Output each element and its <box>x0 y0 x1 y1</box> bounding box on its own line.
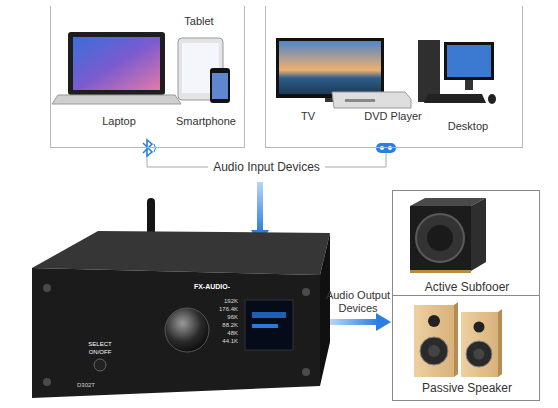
amplifier-picture <box>43 378 51 386</box>
desktop-picture <box>418 40 440 102</box>
output-device-box: Passive Speaker <box>392 295 540 401</box>
dvd-player-picture <box>332 92 411 108</box>
subwoofer-picture <box>416 214 464 262</box>
laptop-picture <box>52 95 181 104</box>
edge-label: Audio Input Devices <box>208 160 325 174</box>
amplifier-picture <box>252 324 278 328</box>
cable-icon <box>376 143 396 153</box>
passive-speaker-picture <box>414 305 454 377</box>
passive-speaker-picture <box>461 312 498 377</box>
desktop-picture <box>418 40 496 104</box>
amplifier-picture <box>302 288 310 296</box>
subwoofer-picture <box>410 198 486 273</box>
bluetooth-icon <box>154 144 156 152</box>
device-label: Active Subfooer <box>425 280 510 294</box>
button-label: ON/OFF <box>89 349 112 356</box>
passive-speaker-picture <box>474 322 485 333</box>
amplifier-picture <box>252 312 286 318</box>
amplifier-picture <box>32 231 330 275</box>
subwoofer-picture <box>410 206 471 271</box>
output-device-box: Active Subfooer <box>392 190 540 296</box>
sample-rate-label: 96K <box>227 314 238 321</box>
tv-picture <box>279 41 381 94</box>
bluetooth-icon <box>138 139 156 157</box>
sample-rate-label: 88.2K <box>222 322 238 329</box>
amplifier-picture <box>302 368 310 376</box>
passive-speaker-picture <box>428 345 440 357</box>
input-device-panel: TV DVD PlayerDesktop <box>265 6 523 148</box>
device-label: TV <box>301 110 315 123</box>
input-device-panel: TabletLaptop Smartphone <box>50 6 245 148</box>
desktop-picture <box>465 80 473 90</box>
device-label: Laptop <box>102 115 136 128</box>
bluetooth-icon <box>138 139 156 157</box>
tv-picture <box>276 38 384 98</box>
desktop-picture <box>447 45 491 77</box>
device-label: Passive Speaker <box>422 381 512 395</box>
cable-icon <box>380 146 384 150</box>
device-label: Desktop <box>448 120 488 133</box>
amplifier-picture <box>320 233 330 386</box>
output-arrow <box>330 313 391 331</box>
laptop-picture <box>68 32 165 95</box>
amplifier-picture <box>165 308 209 352</box>
subwoofer-picture <box>410 270 471 273</box>
smartphone-picture <box>210 68 230 103</box>
input-arrow <box>257 182 263 232</box>
dvd-player-picture <box>345 99 375 102</box>
output-arrow <box>376 313 391 331</box>
passive-speaker-picture <box>454 302 458 377</box>
passive-speaker-picture <box>498 309 502 377</box>
passive-speaker-picture <box>420 337 448 365</box>
button-label: SELECT <box>88 341 111 348</box>
desktop-picture <box>424 94 486 103</box>
device-label: Smartphone <box>176 115 236 128</box>
output-arrow <box>330 319 378 325</box>
cable-icon <box>388 146 392 150</box>
passive-speaker-picture <box>466 341 492 367</box>
laptop-picture <box>52 32 181 104</box>
cable-icon <box>376 143 396 153</box>
desktop-picture <box>488 94 496 104</box>
bluetooth-icon <box>143 140 152 156</box>
subwoofer-picture <box>471 198 486 271</box>
sample-rate-label: 44.1K <box>222 338 238 345</box>
model-label: D302T <box>77 382 95 389</box>
amplifier-picture <box>43 284 51 292</box>
sample-rate-label: 176.4K <box>219 306 238 313</box>
smartphone-picture <box>210 68 230 103</box>
amplifier-picture <box>94 359 106 371</box>
subwoofer-picture <box>427 225 453 251</box>
smartphone-picture <box>212 73 228 99</box>
dvd-player-picture <box>332 92 411 108</box>
laptop-picture <box>73 37 160 90</box>
amplifier-picture <box>32 198 330 398</box>
sample-rate-label: 48K <box>227 330 238 337</box>
passive-speaker-picture <box>428 315 440 327</box>
desktop-picture <box>444 42 494 80</box>
amplifier-picture <box>245 300 293 350</box>
output-heading: Audio Output Devices <box>325 289 391 314</box>
device-label: Tablet <box>184 15 213 28</box>
device-label: DVD Player <box>364 110 421 123</box>
brand-label: FX-AUDIO- <box>194 283 230 291</box>
passive-speaker-picture <box>474 349 485 360</box>
amplifier-picture <box>32 268 320 398</box>
passive-speaker-picture <box>414 302 502 377</box>
sample-rate-label: 192K <box>224 298 238 305</box>
